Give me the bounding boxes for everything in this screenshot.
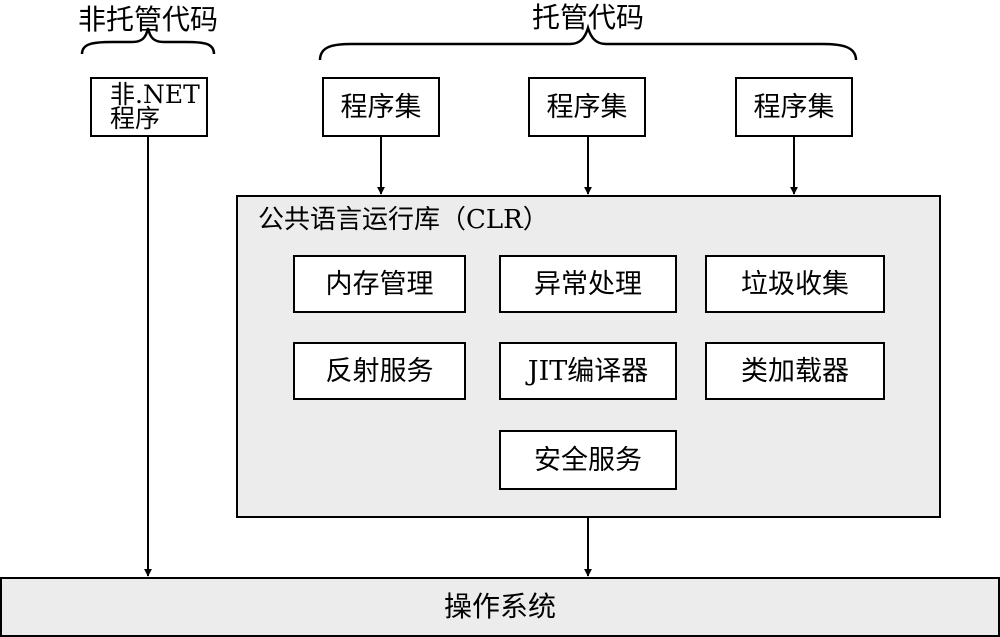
non-dotnet-program-line1: 非.NET bbox=[110, 80, 200, 109]
clr-title: 公共语言运行库（CLR） bbox=[258, 205, 549, 235]
unmanaged-code-heading: 非托管代码 bbox=[78, 3, 219, 36]
non-dotnet-program-box: 非.NET 程序 bbox=[90, 77, 208, 137]
service-memory-management: 内存管理 bbox=[293, 255, 466, 313]
service-garbage-collection: 垃圾收集 bbox=[705, 255, 885, 313]
service-class-loader: 类加载器 bbox=[705, 342, 885, 400]
assembly-box-3: 程序集 bbox=[735, 77, 853, 137]
assembly-box-2: 程序集 bbox=[528, 77, 646, 137]
non-dotnet-program-line2: 程序 bbox=[110, 104, 161, 133]
operating-system-bar: 操作系统 bbox=[0, 577, 1000, 637]
service-security: 安全服务 bbox=[499, 430, 677, 490]
assembly-box-1: 程序集 bbox=[322, 77, 440, 137]
service-reflection: 反射服务 bbox=[293, 342, 466, 400]
managed-brace bbox=[318, 23, 858, 61]
unmanaged-brace bbox=[80, 27, 216, 55]
service-exception-handling: 异常处理 bbox=[499, 255, 677, 313]
managed-code-heading: 托管代码 bbox=[531, 1, 644, 34]
service-jit-compiler: JIT编译器 bbox=[499, 342, 677, 400]
